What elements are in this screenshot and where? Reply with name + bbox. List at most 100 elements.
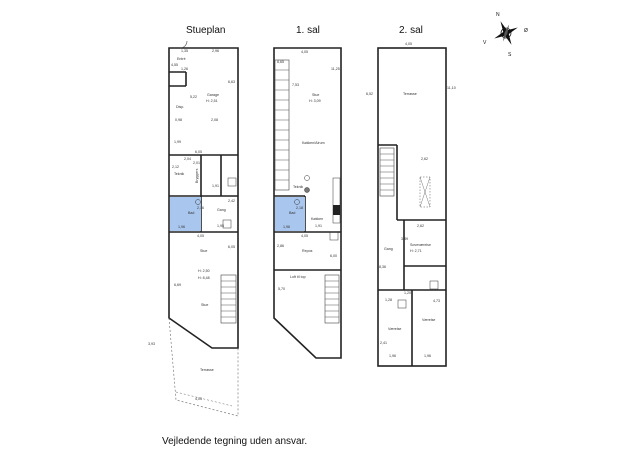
room-kokken-alrum: Køkken/Alrum xyxy=(302,141,325,145)
second-floor-plan: Terrasse Gang Soveværelse H: 2,71 Værels… xyxy=(366,42,456,367)
first-room-bad: Bad xyxy=(289,211,295,215)
terrace-outline xyxy=(168,317,239,417)
room-bryggers: Bryggers xyxy=(195,168,199,183)
ground-floor-title: Stueplan xyxy=(186,25,225,36)
dimension-label: 1,95 xyxy=(217,224,224,228)
dimension-label: 6,63 xyxy=(228,80,235,84)
room-terrasse: Terrasse xyxy=(200,368,214,372)
dimension-label: 2,41 xyxy=(380,341,387,345)
dimension-label: 1,96 xyxy=(283,225,290,229)
dimension-label: 4,55 xyxy=(171,63,178,67)
loft-label: Loft til top xyxy=(290,275,306,279)
dimension-label: 2,96 xyxy=(212,49,219,53)
compass-east: Ø xyxy=(524,28,528,34)
dimension-label: 2,12 xyxy=(172,165,179,169)
garage-height: H: 2,51 xyxy=(206,99,218,103)
ground-toilet-icon xyxy=(195,199,201,205)
compass-rose-icon: N Ø S V xyxy=(483,12,528,58)
dimension-label: 1,99 xyxy=(174,140,181,144)
ground-stair xyxy=(220,274,237,324)
dimension-label: 4,05 xyxy=(195,397,202,401)
first-room-teknik: Teknik xyxy=(293,185,303,189)
dimension-label: 5,70 xyxy=(278,287,285,291)
dimension-label: 1,91 xyxy=(212,184,219,188)
first-toilet-icon xyxy=(294,199,300,205)
room-repos: Repos xyxy=(302,249,313,253)
ground-appliance-icon xyxy=(222,219,232,229)
dimension-label: 5,22 xyxy=(190,95,197,99)
room-teknik: Teknik xyxy=(174,172,184,176)
first-bath-area xyxy=(275,197,305,231)
dimension-label: 4,73 xyxy=(433,299,440,303)
dimension-label: 2,18 xyxy=(296,206,303,210)
stue-height-1: H: 2,50 xyxy=(198,269,210,273)
room-depot: Disp. xyxy=(176,105,184,109)
dimension-label: 4,05 xyxy=(301,50,308,54)
room-garage: Garage xyxy=(207,93,219,97)
first-stair-lower xyxy=(324,274,340,324)
dimension-label: 1,26 xyxy=(181,67,188,71)
compass-south: S xyxy=(508,52,512,58)
dimension-label: 1,96 xyxy=(178,225,185,229)
dimension-label: 4,05 xyxy=(301,234,308,238)
dimension-label: 1,35 xyxy=(181,49,188,53)
second-stair xyxy=(379,147,395,197)
dimension-label: 8,36 xyxy=(379,265,386,269)
dimension-label: 1,28 xyxy=(385,298,392,302)
kitchen-counter xyxy=(332,177,341,224)
dimension-label: 11,10 xyxy=(447,86,456,90)
dimension-label: 2,62 xyxy=(417,224,424,228)
dimension-label: 6,69 xyxy=(174,283,181,287)
dimension-label: 2,04 xyxy=(184,157,191,161)
room-sovevaerelse: Soveværelse xyxy=(410,243,431,247)
dimension-label: 1,20 xyxy=(404,291,411,295)
first-appliance-icon xyxy=(304,187,310,193)
dimension-label: 2,01 xyxy=(193,161,200,165)
dimension-label: 6,00 xyxy=(330,254,337,258)
dimension-label: 0,98 xyxy=(175,118,182,122)
room-stue-2: Stue xyxy=(201,303,208,307)
dimension-label: 6,52 xyxy=(366,92,373,96)
stue-height-2: H: 8,48 xyxy=(198,276,210,280)
skylight xyxy=(419,176,431,208)
room-gang: Gang xyxy=(217,208,226,212)
stove-icon xyxy=(333,205,340,215)
first-floor-plan: Stue H: 3,09 Køkken/Alrum Teknik Bad Køk… xyxy=(273,47,342,359)
dimension-label: 1,96 xyxy=(389,354,396,358)
ground-outer-wall xyxy=(168,47,239,349)
dimension-label: 7,53 xyxy=(292,83,299,87)
room-vaerelse-1: Værelse xyxy=(388,327,401,331)
first-room-stue: Stue xyxy=(312,93,319,97)
dimension-label: 8,65 xyxy=(277,60,284,64)
dimension-label: 6,05 xyxy=(195,150,202,154)
dimension-label: 1,91 xyxy=(315,224,322,228)
dimension-label: 6,05 xyxy=(228,245,235,249)
dimension-label: 2,42 xyxy=(228,199,235,203)
dimension-label: 3,89 xyxy=(401,237,408,241)
dimension-label: 11,25 xyxy=(331,67,340,71)
room-entre: Entré xyxy=(177,57,186,61)
ground-floor-plan: Entré Garage H: 2,51 Disp. Teknik Brygge… xyxy=(148,40,239,417)
room-bad: Bad xyxy=(188,211,194,215)
second-room-terrasse: Terrasse xyxy=(403,92,417,96)
disclaimer-caption: Vejledende tegning uden ansvar. xyxy=(162,436,307,447)
compass-north: N xyxy=(496,12,500,18)
second-floor-title: 2. sal xyxy=(399,25,423,36)
second-room-gang: Gang xyxy=(384,247,393,251)
sove-height: H: 2,71 xyxy=(410,249,422,253)
ground-bath-area xyxy=(170,197,201,231)
dimension-label: 1,96 xyxy=(424,354,431,358)
first-stair-upper xyxy=(274,59,290,191)
dimension-label: 2,62 xyxy=(421,157,428,161)
dimension-label: 4,05 xyxy=(197,234,204,238)
dimension-label: 4,05 xyxy=(405,42,412,46)
compass-west: V xyxy=(483,40,487,46)
first-stue-height: H: 3,09 xyxy=(309,99,321,103)
room-stue-1: Stue xyxy=(200,249,207,253)
room-kokken: Køkken xyxy=(311,217,323,221)
dimension-label: 2,16 xyxy=(197,206,204,210)
dimension-label: 3,93 xyxy=(148,342,155,346)
dimension-label: 2,08 xyxy=(211,118,218,122)
room-vaerelse-2: Værelse xyxy=(422,318,435,322)
